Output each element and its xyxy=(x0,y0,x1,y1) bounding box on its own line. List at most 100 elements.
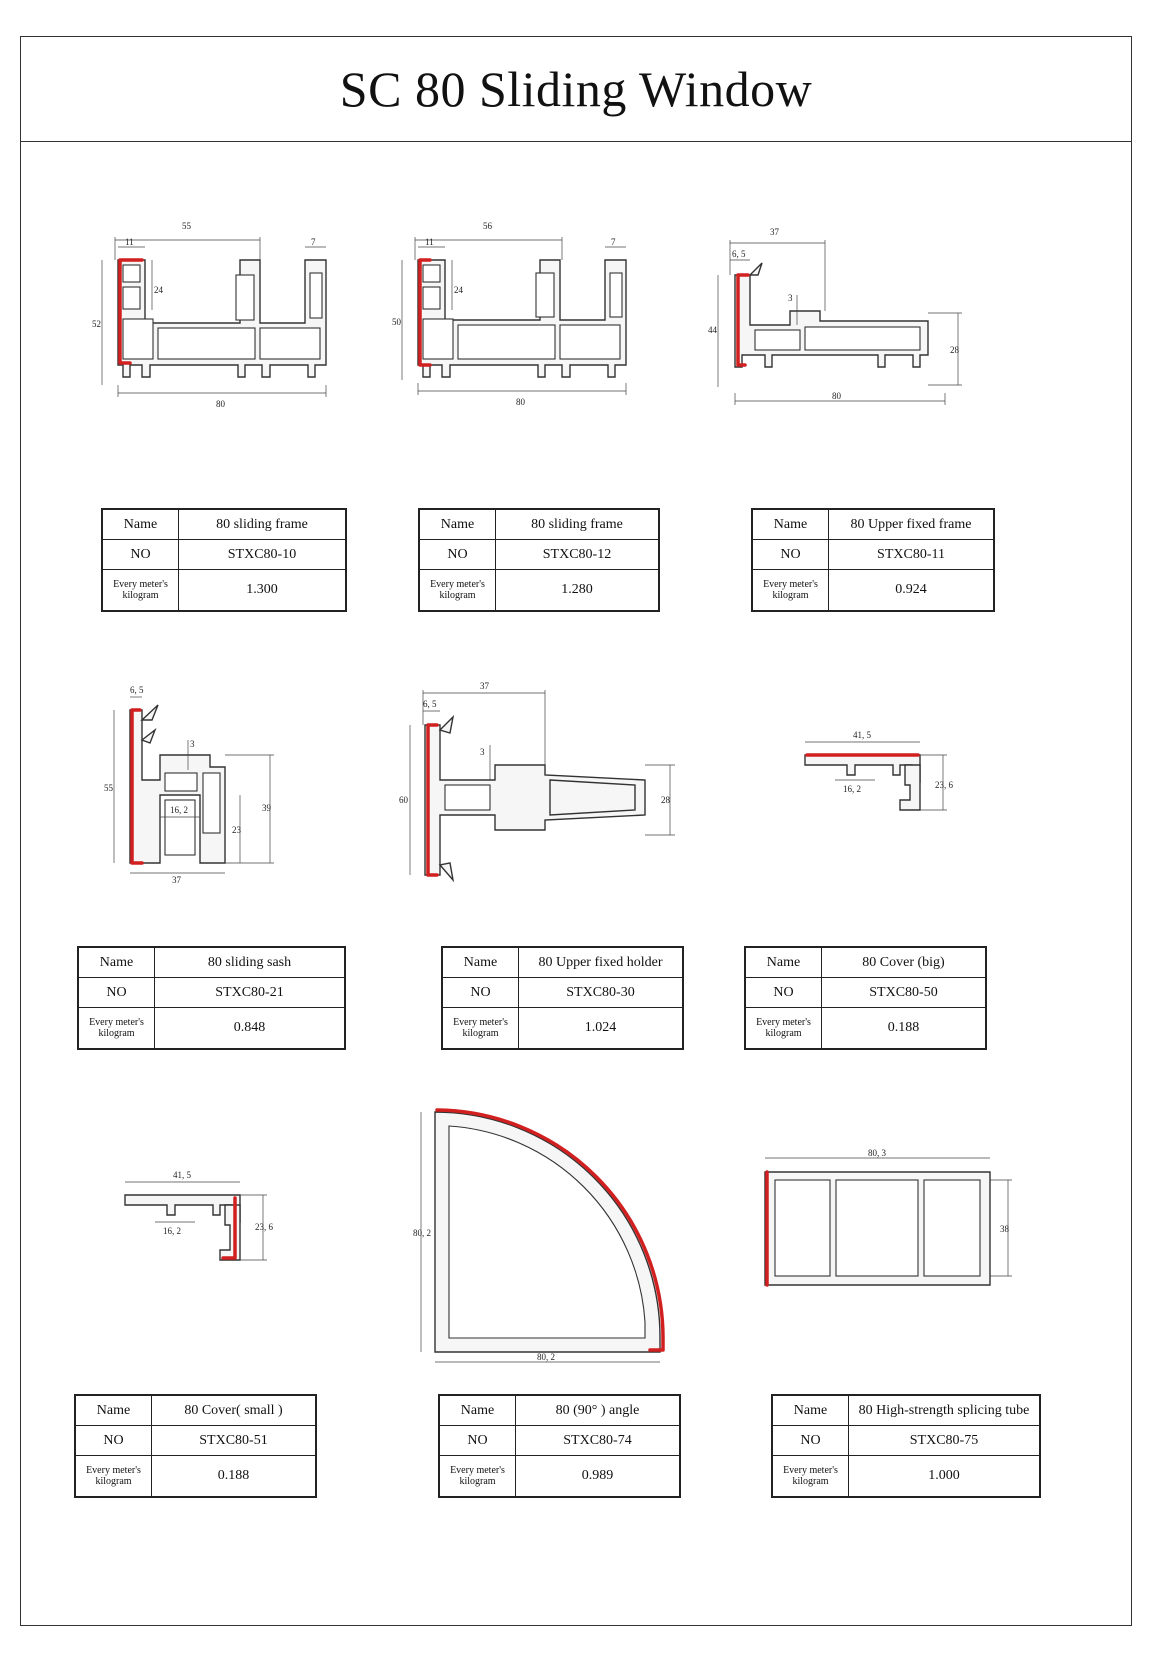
profile-drawing-stxc80-50: 41, 5 16, 2 23, 6 xyxy=(795,720,965,830)
no-label: NO xyxy=(74,1425,152,1456)
profile-name: 80 sliding frame xyxy=(495,508,660,540)
dim-label: 44 xyxy=(708,325,718,335)
name-label: Name xyxy=(751,508,829,540)
profile-no: STXC80-11 xyxy=(828,539,995,570)
dim-label: 80 xyxy=(216,399,226,409)
name-label: Name xyxy=(101,508,179,540)
no-label: NO xyxy=(751,539,829,570)
profile-no: STXC80-10 xyxy=(178,539,347,570)
dim-label: 52 xyxy=(92,319,101,329)
profile-drawing-stxc80-30: 37 6, 5 3 60 28 xyxy=(395,681,695,905)
dim-label: 23, 6 xyxy=(935,780,954,790)
name-label: Name xyxy=(418,508,496,540)
dim-label: 55 xyxy=(182,221,192,231)
profile-weight: 1.280 xyxy=(495,569,660,612)
dim-label: 6, 5 xyxy=(732,249,746,259)
dim-label: 7 xyxy=(311,237,316,247)
dim-label: 41, 5 xyxy=(853,730,872,740)
dim-label: 28 xyxy=(661,795,671,805)
profile-name: 80 sliding sash xyxy=(154,946,346,978)
profile-name: 80 (90° ) angle xyxy=(515,1394,681,1426)
no-label: NO xyxy=(771,1425,849,1456)
dim-label: 6, 5 xyxy=(130,685,144,695)
profile-weight: 0.924 xyxy=(828,569,995,612)
drawing-sheet: SC 80 Sliding Window xyxy=(20,36,1132,1626)
name-label: Name xyxy=(77,946,155,978)
dim-label: 3 xyxy=(788,293,793,303)
dim-label: 11 xyxy=(425,237,434,247)
dim-label: 23 xyxy=(232,825,242,835)
title-band: SC 80 Sliding Window xyxy=(21,37,1131,142)
dim-label: 37 xyxy=(480,681,490,691)
dim-label: 28 xyxy=(950,345,960,355)
name-label: Name xyxy=(441,946,519,978)
name-label: Name xyxy=(744,946,822,978)
profile-weight: 0.188 xyxy=(151,1455,317,1498)
dim-label: 80 xyxy=(516,397,526,407)
profile-no: STXC80-12 xyxy=(495,539,660,570)
profile-drawing-stxc80-11: 37 6, 5 3 44 28 80 xyxy=(700,215,980,425)
profile-name: 80 Cover( small ) xyxy=(151,1394,317,1426)
profile-name: 80 High-strength splicing tube xyxy=(848,1394,1041,1426)
dim-label: 80, 2 xyxy=(537,1352,555,1362)
dim-label: 50 xyxy=(392,317,402,327)
profile-drawing-stxc80-75: 80, 3 38 xyxy=(750,1148,1020,1300)
dim-label: 37 xyxy=(172,875,182,885)
no-label: NO xyxy=(438,1425,516,1456)
profile-weight: 0.188 xyxy=(821,1007,987,1050)
dim-label: 60 xyxy=(399,795,409,805)
page-title: SC 80 Sliding Window xyxy=(339,61,813,117)
profile-weight: 1.300 xyxy=(178,569,347,612)
profile-no: STXC80-30 xyxy=(518,977,684,1008)
name-label: Name xyxy=(74,1394,152,1426)
profile-name: 80 Cover (big) xyxy=(821,946,987,978)
dim-label: 16, 2 xyxy=(843,784,861,794)
profile-drawing-stxc80-10: 55 11 7 24 52 80 xyxy=(90,215,350,425)
dim-label: 16, 2 xyxy=(163,1226,181,1236)
dim-label: 38 xyxy=(1000,1224,1010,1234)
dim-label: 3 xyxy=(480,747,485,757)
dim-label: 7 xyxy=(611,237,616,247)
profile-no: STXC80-74 xyxy=(515,1425,681,1456)
no-label: NO xyxy=(744,977,822,1008)
profile-drawing-stxc80-21: 6, 5 3 55 39 23 16, 2 37 xyxy=(100,685,300,885)
dim-label: 16, 2 xyxy=(170,805,188,815)
profile-weight: 1.000 xyxy=(848,1455,1041,1498)
no-label: NO xyxy=(77,977,155,1008)
profile-drawing-stxc80-12: 56 11 7 24 50 80 xyxy=(390,215,650,425)
profile-weight: 0.989 xyxy=(515,1455,681,1498)
name-label: Name xyxy=(771,1394,849,1426)
dim-label: 3 xyxy=(190,739,195,749)
profile-name: 80 sliding frame xyxy=(178,508,347,540)
dim-label: 80 xyxy=(832,391,842,401)
dim-label: 80, 2 xyxy=(413,1228,431,1238)
profile-name: 80 Upper fixed frame xyxy=(828,508,995,540)
dim-label: 80, 3 xyxy=(868,1148,887,1158)
profile-no: STXC80-21 xyxy=(154,977,346,1008)
profile-drawing-stxc80-51: 41, 5 16, 2 23, 6 xyxy=(115,1170,285,1280)
dim-label: 41, 5 xyxy=(173,1170,192,1180)
dim-label: 23, 6 xyxy=(255,1222,274,1232)
profile-name: 80 Upper fixed holder xyxy=(518,946,684,978)
dim-label: 6, 5 xyxy=(423,699,437,709)
no-label: NO xyxy=(441,977,519,1008)
profile-no: STXC80-50 xyxy=(821,977,987,1008)
name-label: Name xyxy=(438,1394,516,1426)
